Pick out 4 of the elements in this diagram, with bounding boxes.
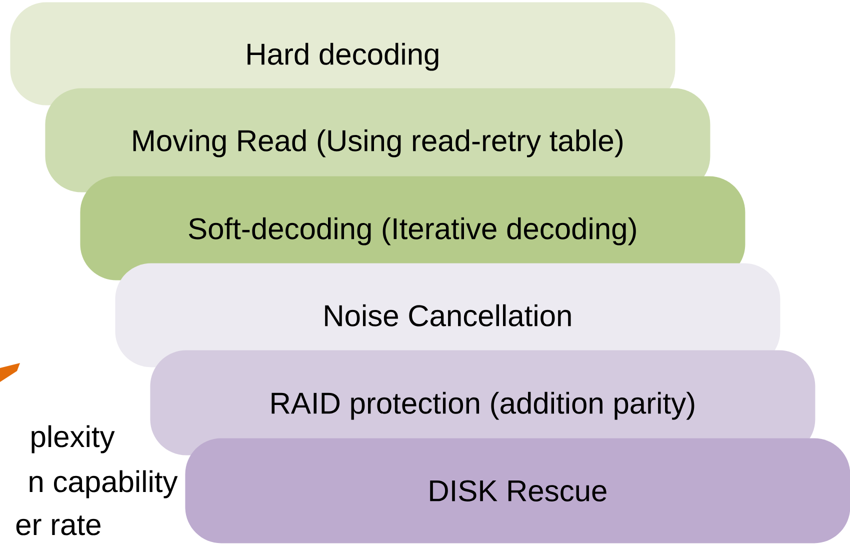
step-box: DISK Rescue [185, 438, 850, 544]
side-note: plexity [32, 425, 115, 454]
side-note: er rate [16, 516, 100, 536]
side-note: n capability [30, 470, 178, 498]
